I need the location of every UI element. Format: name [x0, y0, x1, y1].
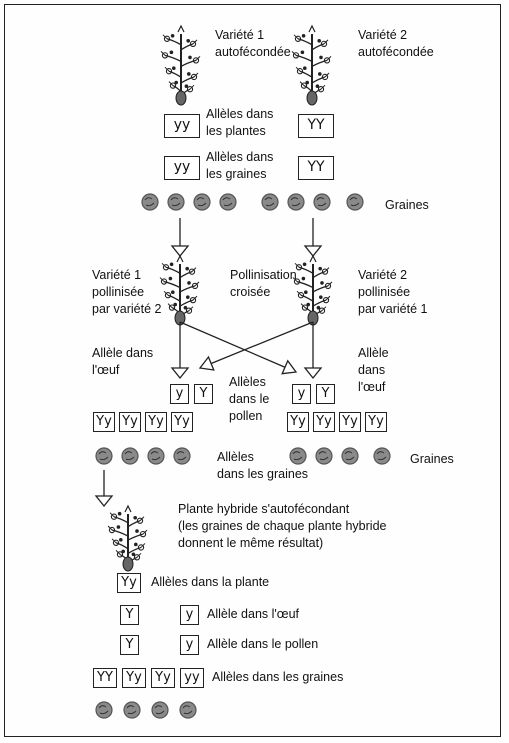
- hybrid-pollen-allele-Y: Y: [120, 635, 139, 655]
- egg-allele-left-label: Allèle dans: [92, 346, 154, 360]
- seed-icon: [173, 447, 191, 465]
- variety-2-plant-icon: [291, 24, 332, 106]
- alleles-in-seeds-label-2: les graines: [206, 167, 267, 181]
- variety-1-plant-alleles: yy: [164, 114, 200, 138]
- alleles-in-plants-label: Allèles dans: [206, 107, 274, 121]
- hybrid-egg-allele-label: Allèle dans l'œuf: [207, 607, 300, 621]
- variety-1-pollinated-label: Variété 1: [92, 268, 142, 282]
- arrow-down-right-head: [303, 245, 323, 258]
- seed-icon: [95, 701, 113, 719]
- frame-border: [4, 4, 501, 737]
- variety-2-pollinated-label-2: pollinisée: [358, 285, 411, 299]
- egg-allele-left-label-2: l'œuf: [92, 363, 120, 377]
- left-seed-genotype: Yy: [171, 412, 193, 432]
- variety-1-label: Variété 1: [215, 28, 265, 42]
- arrow-cross-pollen-left: [210, 321, 314, 365]
- cross-pollination-label: Pollinisation: [230, 268, 297, 282]
- arrow-cross-pollen-right-head: [281, 359, 298, 375]
- seed-icon: [287, 193, 305, 211]
- seed-alleles-label: Allèles: [217, 450, 254, 464]
- seeds-label-1: Graines: [385, 198, 429, 212]
- variety-1-self-label: autofécondée: [215, 45, 291, 59]
- seed-icon: [141, 193, 159, 211]
- arrow-down-left-head: [170, 245, 190, 258]
- hybrid-seed-alleles-label: Allèles dans les graines: [212, 670, 344, 684]
- arrow-down-hybrid-head: [94, 495, 114, 508]
- hybrid-seed-genotype: YY: [93, 668, 117, 688]
- variety-1-seed-alleles: yy: [164, 156, 200, 180]
- hybrid-plant-alleles-label: Allèles dans la plante: [151, 575, 270, 589]
- left-seed-genotype: Yy: [145, 412, 167, 432]
- variety-2-pollinated-label-3: par variété 1: [358, 302, 428, 316]
- seeds-label-2: Graines: [410, 452, 454, 466]
- pollen-alleles-label-2: dans le: [229, 392, 270, 406]
- egg-allele-right-label-3: l'œuf: [358, 380, 386, 394]
- left-seed-genotype: Yy: [119, 412, 141, 432]
- right-pollen-allele: Y: [316, 384, 335, 404]
- variety-2-pollinated-label: Variété 2: [358, 268, 408, 282]
- seed-icon: [315, 447, 333, 465]
- seed-icon: [167, 193, 185, 211]
- seed-icon: [261, 193, 279, 211]
- variety-2-seed-alleles: YY: [298, 156, 334, 180]
- right-seed-genotype: Yy: [339, 412, 361, 432]
- right-seed-genotype: Yy: [365, 412, 387, 432]
- left-egg-allele: y: [170, 384, 189, 404]
- seed-icon: [121, 447, 139, 465]
- arrow-egg-right-head: [303, 367, 323, 380]
- seed-alleles-label-2: dans les graines: [217, 467, 309, 481]
- left-seed-genotype: Yy: [93, 412, 115, 432]
- hybrid-plant-alleles: Yy: [117, 573, 141, 593]
- variety-1-pollinated-label-3: par variété 2: [92, 302, 162, 316]
- seed-icon: [313, 193, 331, 211]
- alleles-in-plants-label-2: les plantes: [206, 124, 266, 138]
- pollen-alleles-label: Allèles: [229, 375, 266, 389]
- variety-2-label: Variété 2: [358, 28, 408, 42]
- seed-icon: [373, 447, 391, 465]
- hybrid-egg-allele-Y: Y: [120, 605, 139, 625]
- hybrid-plant-note-2: donnent le même résultat): [178, 536, 324, 550]
- hybrid-plant-label: Plante hybride s'autofécondant: [178, 502, 350, 516]
- alleles-in-seeds-label: Allèles dans: [206, 150, 274, 164]
- hybrid-egg-allele-y: y: [180, 605, 199, 625]
- hybrid-seed-genotype: yy: [180, 668, 204, 688]
- pollen-alleles-label-3: pollen: [229, 409, 263, 423]
- hybrid-pollen-allele-y: y: [180, 635, 199, 655]
- variety-1-plant-icon: [160, 24, 201, 106]
- hybrid-seed-genotype: Yy: [122, 668, 146, 688]
- arrow-egg-left-head: [170, 367, 190, 380]
- seed-icon: [179, 701, 197, 719]
- left-pollen-allele: Y: [194, 384, 213, 404]
- seed-icon: [341, 447, 359, 465]
- hybrid-pollen-allele-label: Allèle dans le pollen: [207, 637, 319, 651]
- seed-icon: [219, 193, 237, 211]
- arrow-cross-pollen-left-head: [198, 355, 215, 371]
- hybrid-plant-note: (les graines de chaque plante hybride: [178, 519, 387, 533]
- hybrid-seed-genotype: Yy: [151, 668, 175, 688]
- seed-icon: [289, 447, 307, 465]
- right-seed-genotype: Yy: [287, 412, 309, 432]
- egg-allele-right-label-2: dans: [358, 363, 386, 377]
- variety-2-pollinated-plant-icon: [292, 254, 333, 326]
- seed-icon: [151, 701, 169, 719]
- cross-pollination-label-2: croisée: [230, 285, 271, 299]
- right-egg-allele: y: [292, 384, 311, 404]
- seed-icon: [95, 447, 113, 465]
- hybrid-plant-icon: [107, 504, 148, 572]
- variety-1-pollinated-label-2: pollinisée: [92, 285, 145, 299]
- seed-icon: [193, 193, 211, 211]
- arrow-cross-pollen-right: [179, 321, 286, 368]
- seed-icon: [147, 447, 165, 465]
- egg-allele-right-label: Allèle: [358, 346, 389, 360]
- seed-icon: [346, 193, 364, 211]
- right-seed-genotype: Yy: [313, 412, 335, 432]
- variety-2-self-label: autofécondée: [358, 45, 434, 59]
- seed-icon: [123, 701, 141, 719]
- variety-2-plant-alleles: YY: [298, 114, 334, 138]
- variety-1-pollinated-plant-icon: [159, 254, 200, 326]
